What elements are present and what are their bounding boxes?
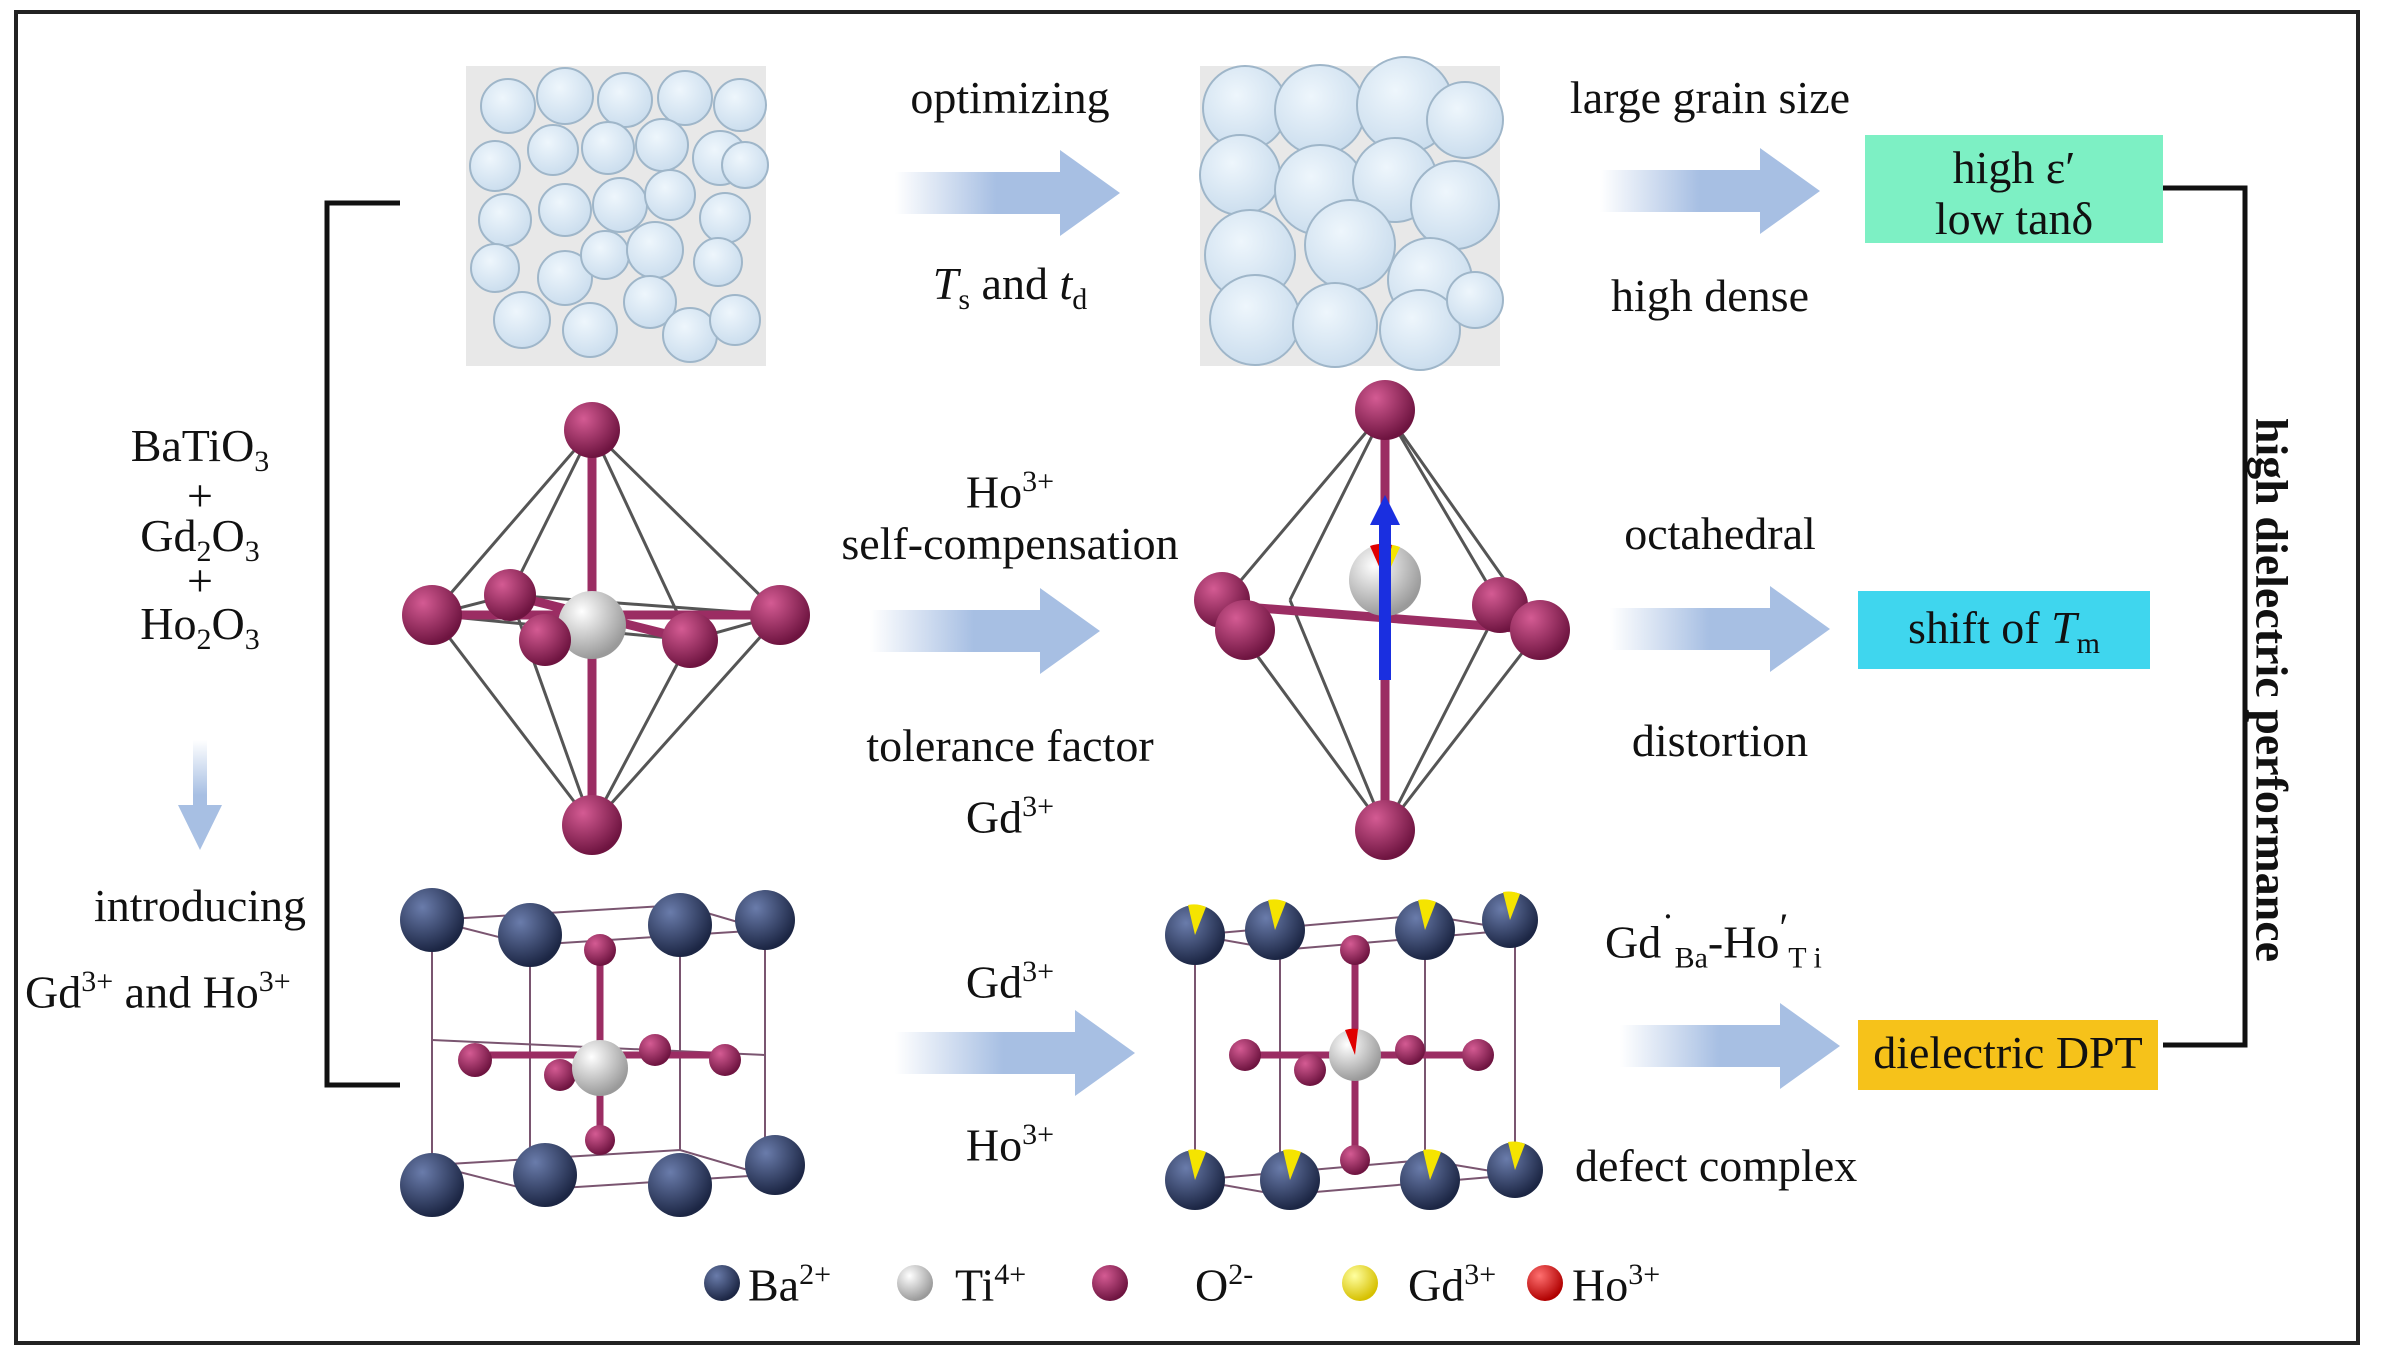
row1-conditions-label: Ts and td [932, 258, 1088, 317]
legend-o-ball [1092, 1265, 1128, 1301]
octahedron-distorted [1194, 380, 1570, 860]
legend-o-label: O2- [1195, 1258, 1254, 1311]
reactant-batio3: BaTiO3 [130, 420, 270, 479]
row2-self-compensation-label: self-compensation [841, 518, 1179, 569]
result-box-tm-shift: shift of Tm [1858, 591, 2150, 669]
introduced-ions-label: Gd3+ and Ho3+ [25, 965, 291, 1018]
row3-ho-label: Ho3+ [965, 1118, 1055, 1171]
high-dielectric-performance-label: high dielectric performance [2246, 417, 2298, 963]
plus-sign-2: + [187, 555, 213, 606]
reactant-gd2o3: Gd2O3 [140, 510, 260, 569]
result-box-high-permittivity: high ε′ low tanδ [1865, 135, 2163, 243]
legend-ba-label: Ba2+ [748, 1258, 832, 1311]
perovskite-cell-undoped [400, 888, 805, 1217]
introducing-label: introducing [93, 880, 307, 931]
result-box-dielectric-dpt: dielectric DPT [1858, 1020, 2158, 1090]
legend-ti-ball [897, 1265, 933, 1301]
row3-gd-label: Gd3+ [965, 955, 1055, 1008]
grain-panel-large [1199, 56, 1504, 371]
perovskite-cell-doped [1165, 891, 1543, 1210]
left-bracket [324, 200, 400, 1088]
row1-optimizing-label: optimizing [910, 72, 1110, 123]
legend-ho-ball [1527, 1265, 1563, 1301]
arrow-row1-b [1600, 148, 1820, 234]
arrow-row2-a [870, 588, 1100, 674]
legend-ho-label: Ho3+ [1572, 1258, 1661, 1311]
figure-frame [14, 10, 2360, 1345]
defect-complex-label: defect complex [1575, 1140, 1858, 1191]
legend-ba-ball [704, 1265, 740, 1301]
arrow-row1-a [895, 150, 1120, 236]
row2-tolerance-factor-label: tolerance factor [866, 720, 1154, 771]
defect-notation: Gd˙Ba-Ho′T i [1605, 905, 1822, 975]
reactant-ho2o3: Ho2O3 [140, 598, 260, 657]
row1-large-grain-label: large grain size [1569, 72, 1851, 123]
arrow-row2-b [1610, 586, 1830, 672]
row2-ho-label: Ho3+ [965, 465, 1055, 518]
octahedron-undoped [402, 402, 810, 855]
legend-ti-label: Ti4+ [955, 1258, 1027, 1311]
row2-gd-label: Gd3+ [965, 790, 1055, 843]
arrow-down-left [178, 740, 222, 850]
right-bracket [2163, 185, 2248, 1048]
row1-high-dense-label: high dense [1610, 270, 1809, 321]
grain-panel-small [466, 66, 769, 366]
legend-gd-ball [1342, 1265, 1378, 1301]
arrow-row3-a [895, 1010, 1135, 1096]
row2-octahedral-label: octahedral [1624, 508, 1816, 559]
arrow-row3-b [1620, 1003, 1840, 1089]
row2-distortion-label: distortion [1631, 715, 1809, 766]
legend-gd-label: Gd3+ [1408, 1258, 1497, 1311]
plus-sign-1: + [187, 470, 213, 521]
legend-balls [704, 1265, 1563, 1301]
